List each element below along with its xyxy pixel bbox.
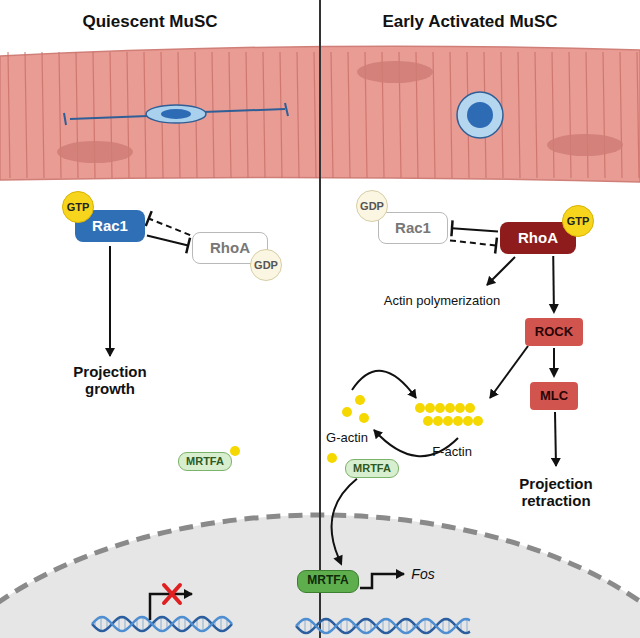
node-text: GDP <box>254 259 278 271</box>
node-text: Rac1 <box>395 220 431 237</box>
node-text: Rac1 <box>92 218 128 235</box>
activated-musc <box>457 92 503 138</box>
arrow <box>555 412 556 466</box>
panel-divider <box>319 0 321 638</box>
polymerization-arrow <box>352 371 416 398</box>
dna <box>92 617 470 633</box>
inhibition-connector <box>450 238 497 254</box>
inhibition-connector <box>146 211 190 235</box>
annotation-label: Projection retraction <box>506 475 606 510</box>
myonucleus <box>547 134 623 156</box>
myonucleus <box>357 61 433 83</box>
protein-box: Rac1 <box>378 212 448 244</box>
nucleotide-circle: GTP <box>62 191 94 223</box>
node-text: MRTFA <box>307 574 348 587</box>
inhibition-connector <box>147 235 190 253</box>
arrow <box>487 257 515 285</box>
nucleotide-circle: GDP <box>356 190 388 222</box>
node-text: RhoA <box>518 230 558 247</box>
transcription-arrow <box>360 574 404 588</box>
f-actin <box>415 403 483 426</box>
arrow-connector <box>549 256 559 314</box>
quiescent-musc <box>64 103 288 125</box>
protein-box: MLC <box>530 382 578 410</box>
protein-box: MRTFA <box>178 452 232 471</box>
panel-title: Quiescent MuSC <box>82 12 217 32</box>
annotation-label: Fos <box>411 566 434 582</box>
node-text: MRTFA <box>186 455 224 467</box>
block-x <box>164 585 180 603</box>
arrow <box>109 246 111 356</box>
node-text: ROCK <box>535 325 573 339</box>
panel-title: Early Activated MuSC <box>382 12 557 32</box>
fiber-striations <box>8 52 639 178</box>
node-text: MRTFA <box>353 462 391 474</box>
node-text: GDP <box>360 200 384 212</box>
annotation-label: Projection growth <box>63 363 158 398</box>
nucleotide-circle: GDP <box>250 249 282 281</box>
protein-box: MRTFA <box>297 570 359 593</box>
arrow-connector <box>549 348 559 378</box>
arrow-connector <box>332 479 357 566</box>
arrow <box>490 346 528 398</box>
node-text: GTP <box>67 201 90 213</box>
node-text: MLC <box>540 389 568 403</box>
protein-box: ROCK <box>525 318 583 346</box>
myonucleus <box>57 141 133 163</box>
node-text: GTP <box>567 215 590 227</box>
annotation-label: Actin polymerization <box>384 294 500 309</box>
g-actin <box>327 395 369 463</box>
node-text: RhoA <box>210 240 250 257</box>
protein-box: MRTFA <box>345 459 399 478</box>
annotation-label: G-actin <box>326 431 368 446</box>
annotation-label: F-actin <box>432 445 472 460</box>
inhibition-connector <box>451 220 498 236</box>
bound-g-actin <box>230 446 240 456</box>
nucleotide-circle: GTP <box>562 205 594 237</box>
